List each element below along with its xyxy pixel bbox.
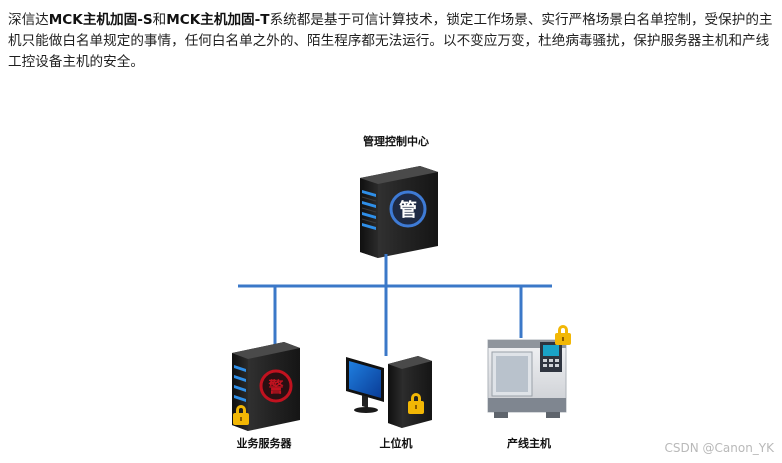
product-name-t: MCK主机加固-T <box>166 12 270 28</box>
text-segment: 深信达 <box>8 12 49 28</box>
admin-badge-icon: 管 <box>399 199 417 221</box>
text-segment: 和 <box>152 12 167 28</box>
lock-icon <box>555 325 571 345</box>
description-paragraph: 深信达MCK主机加固-S和MCK主机加固-T系统都是基于可信计算技术，锁定工作场… <box>8 10 778 73</box>
host-computer-icon <box>346 356 432 428</box>
network-lines <box>238 254 552 356</box>
top-node-label: 管理控制中心 <box>363 134 429 148</box>
host-computer-label: 上位机 <box>380 436 413 450</box>
watermark: CSDN @Canon_YK <box>664 441 774 455</box>
alert-badge-icon: 警 <box>267 378 283 396</box>
production-host-label: 产线主机 <box>507 436 551 450</box>
business-server-icon: 警 <box>232 342 300 431</box>
cnc-machine-icon <box>487 325 571 418</box>
lock-icon <box>408 393 424 414</box>
business-server-label: 业务服务器 <box>237 436 293 450</box>
product-name-s: MCK主机加固-S <box>48 12 153 28</box>
lock-icon <box>233 405 249 425</box>
management-server-icon: 管 <box>360 166 438 258</box>
text-segment: 系统都是基于可信计算技术，锁定工作场景、实行严格场景白名单控制，受保护的主机只能… <box>8 12 773 70</box>
